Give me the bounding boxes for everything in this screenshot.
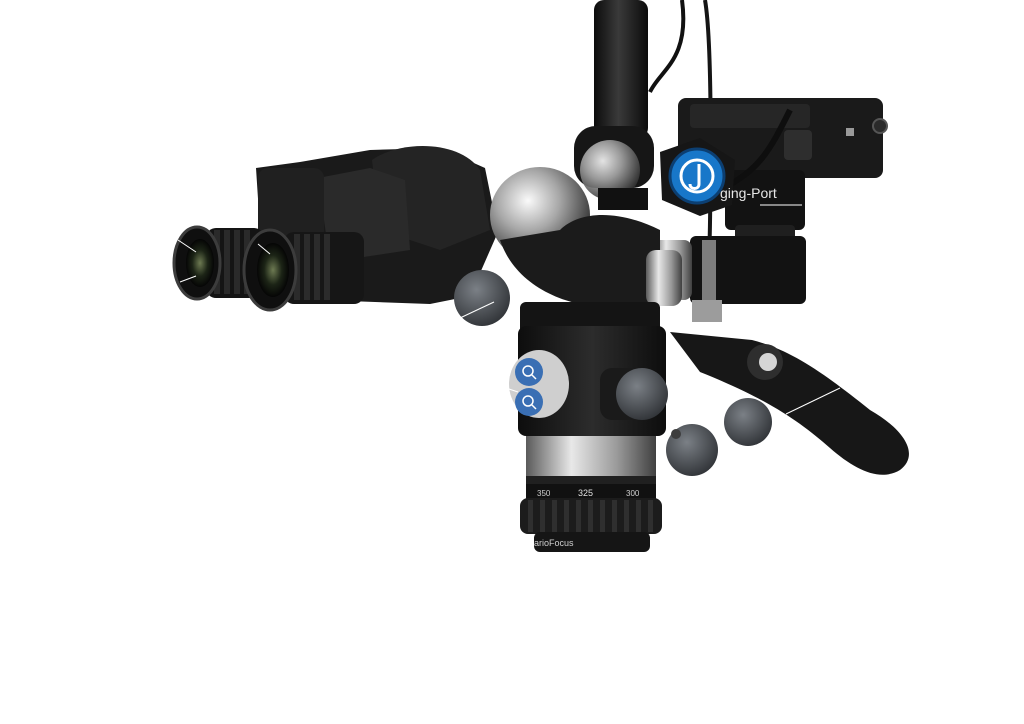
scale-mark-left: 350 [537, 489, 551, 498]
eyepiece-left-leader [177, 239, 197, 253]
magnifier-minus-icon[interactable] [515, 388, 543, 416]
focus-knob[interactable] [600, 368, 771, 441]
body-screw [671, 429, 681, 439]
eyepiece-right [242, 228, 364, 312]
fine-focus-knob[interactable] [724, 398, 772, 446]
logo-badge-icon [679, 158, 715, 194]
eyepiece-right-leader [257, 243, 271, 255]
scale-mark-300: 300 [626, 489, 640, 498]
handle[interactable] [670, 332, 909, 475]
magnifier-plus-icon[interactable] [515, 358, 543, 386]
chrome-swivel [490, 167, 682, 308]
tilt-joint [574, 126, 654, 210]
focus-ring-brand: arioFocus [534, 538, 574, 548]
camera-module [678, 98, 888, 243]
scale-mark-325: 325 [578, 488, 593, 498]
binocular-knob[interactable] [454, 270, 510, 326]
imaging-port-label: ging-Port [720, 185, 777, 201]
magnification-control [505, 350, 569, 418]
varifocus-ring [520, 484, 662, 552]
brand-badge-knob [660, 138, 735, 216]
eyepiece-leader-2 [179, 275, 197, 283]
